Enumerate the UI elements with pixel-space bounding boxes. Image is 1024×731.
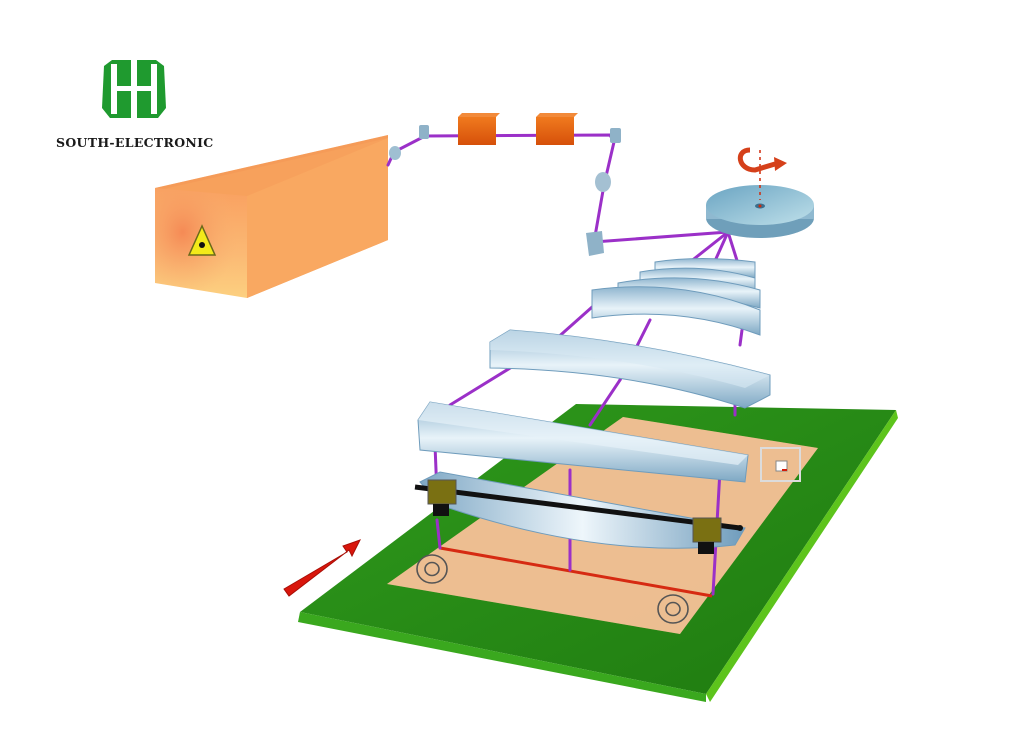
scan-line: [439, 546, 713, 598]
mirror-2: [419, 125, 429, 139]
modulator-1: [458, 113, 500, 145]
brand-name: SOUTH-ELECTRONIC: [56, 135, 214, 150]
modulator-2: [536, 113, 578, 145]
curved-lens: [489, 329, 771, 409]
rotation-arrow-icon: [738, 147, 787, 173]
mirror-1: [389, 146, 401, 160]
laser-source: [155, 135, 388, 298]
laser-warning-icon: [187, 224, 217, 256]
hh-monogram-icon: [102, 60, 166, 118]
mirror-4: [586, 231, 604, 256]
fiducial-window[interactable]: [760, 447, 801, 482]
registration-mark-right: [657, 594, 689, 624]
registration-mark-left: [416, 554, 448, 584]
fan-lenses: [591, 258, 761, 336]
cylinder-lens: [417, 401, 749, 483]
exposure-bar: [414, 471, 746, 554]
polygon-mirror: [706, 150, 814, 238]
red-arrow-icon: [283, 539, 362, 597]
mirror-3: [610, 128, 621, 143]
lens-small: [595, 172, 611, 192]
